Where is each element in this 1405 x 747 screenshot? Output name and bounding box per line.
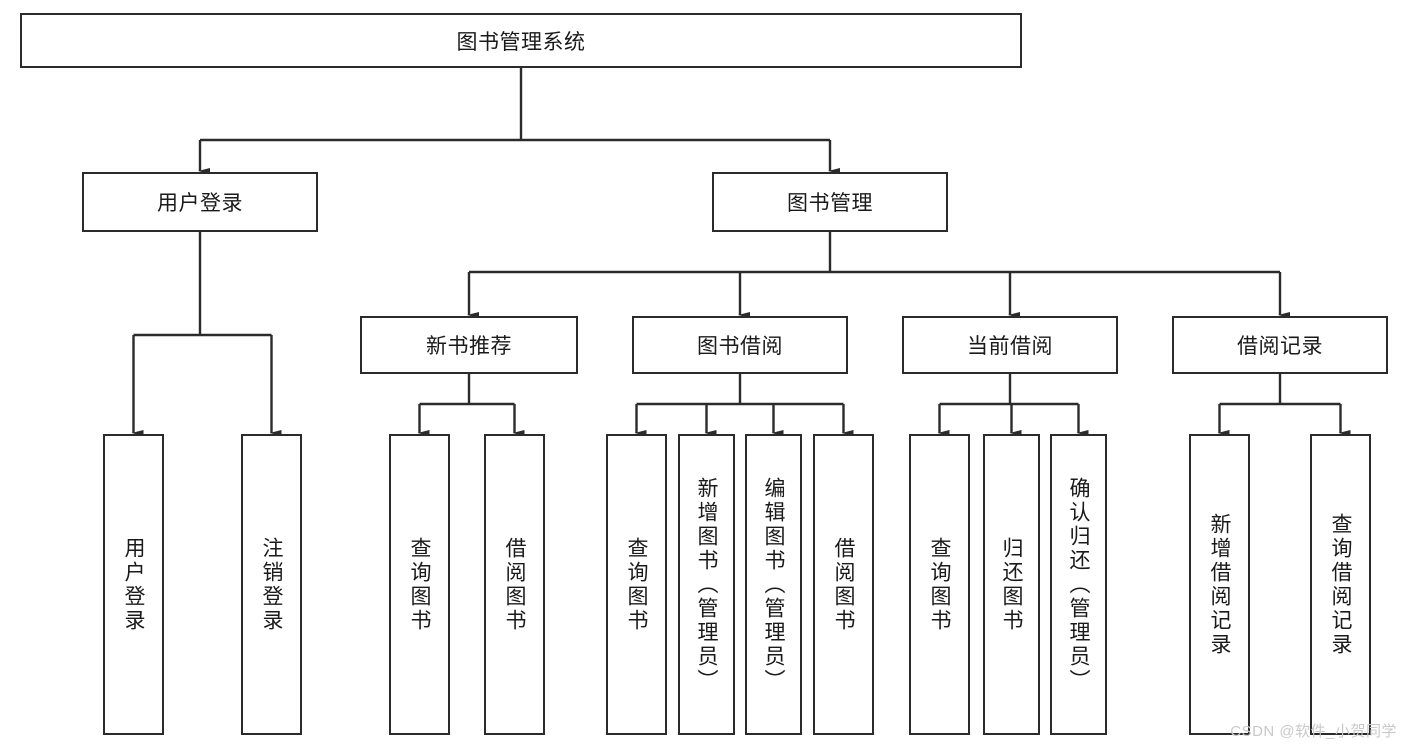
node-label: 确认归还（管理员） (1067, 476, 1090, 693)
node-book-manage[interactable]: 图书管理 (712, 172, 948, 232)
node-label: 新增借阅记录 (1208, 512, 1231, 657)
node-label: 查询图书 (408, 536, 431, 633)
node-label: 查询借阅记录 (1329, 512, 1352, 657)
node-label: 借阅图书 (832, 536, 855, 633)
node-leaf-borrow-book-1[interactable]: 借阅图书 (484, 434, 545, 735)
node-label: 新增图书（管理员） (695, 476, 718, 693)
node-label: 查询图书 (928, 536, 951, 633)
node-leaf-query-borrow-record[interactable]: 查询借阅记录 (1310, 434, 1371, 735)
node-borrow-record[interactable]: 借阅记录 (1172, 316, 1388, 374)
node-label: 图书管理系统 (456, 30, 586, 54)
node-leaf-return-book[interactable]: 归还图书 (983, 434, 1040, 735)
node-root[interactable]: 图书管理系统 (20, 13, 1022, 68)
node-leaf-user-login[interactable]: 用户登录 (103, 434, 164, 735)
node-label: 借阅图书 (503, 536, 526, 633)
node-leaf-edit-book[interactable]: 编辑图书（管理员） (745, 434, 802, 735)
node-label: 编辑图书（管理员） (762, 476, 785, 693)
node-leaf-add-book[interactable]: 新增图书（管理员） (678, 434, 735, 735)
node-label: 用户登录 (122, 536, 145, 633)
node-leaf-logout[interactable]: 注销登录 (241, 434, 302, 735)
node-label: 归还图书 (1000, 536, 1023, 633)
node-label: 当前借阅 (967, 335, 1053, 358)
node-current-borrow[interactable]: 当前借阅 (902, 316, 1118, 374)
node-leaf-confirm-return[interactable]: 确认归还（管理员） (1050, 434, 1107, 735)
node-leaf-query-book-3[interactable]: 查询图书 (909, 434, 970, 735)
node-leaf-query-book-2[interactable]: 查询图书 (606, 434, 667, 735)
node-label: 新书推荐 (426, 335, 512, 358)
node-book-borrow[interactable]: 图书借阅 (632, 316, 848, 374)
node-new-book-recommend[interactable]: 新书推荐 (360, 316, 578, 374)
node-label: 图书管理 (787, 192, 873, 215)
node-label: 图书借阅 (697, 335, 783, 358)
node-label: 借阅记录 (1237, 335, 1323, 358)
watermark: CSDN @软件_小贺同学 (1230, 723, 1397, 740)
node-leaf-add-borrow-record[interactable]: 新增借阅记录 (1189, 434, 1250, 735)
node-label: 注销登录 (260, 536, 283, 633)
node-label: 查询图书 (625, 536, 648, 633)
node-leaf-query-book-1[interactable]: 查询图书 (389, 434, 450, 735)
node-leaf-borrow-book-2[interactable]: 借阅图书 (813, 434, 874, 735)
node-label: 用户登录 (157, 192, 243, 215)
node-user-login[interactable]: 用户登录 (82, 172, 318, 232)
